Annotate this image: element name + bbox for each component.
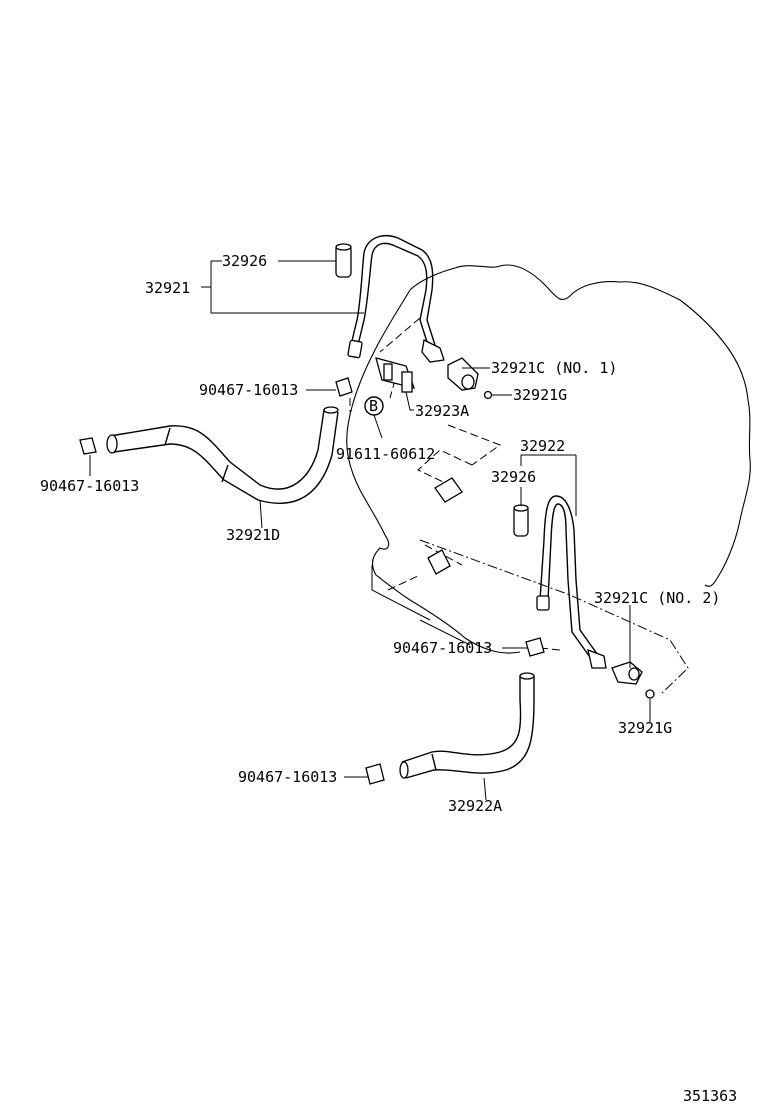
pipe-32922 [536,495,607,669]
label-32921g-a: 32921G [513,386,567,404]
label-32921d: 32921D [226,526,280,544]
label-32926-mid: 32926 [491,468,536,486]
label-32923a: 32923A [415,402,469,420]
union-32921c-no1 [447,357,479,391]
pipe-32921 [347,235,445,363]
union-32921c-no2 [611,661,643,685]
label-90467-d: 90467-16013 [238,768,337,786]
clip-90467-d [365,763,385,785]
oring-32921g-b [645,689,655,699]
clamp-32923a [375,357,416,393]
sleeve-32926-top [335,243,352,278]
hose-32921d [106,406,339,504]
label-91611: 91611-60612 [336,445,435,463]
label-32921c-no2: 32921C (NO. 2) [594,589,720,607]
sleeve-32926-mid [513,504,529,537]
label-32922: 32922 [520,437,565,455]
clip-90467-c [525,637,545,657]
clip-90467-b [79,437,97,455]
label-90467-b: 90467-16013 [40,477,139,495]
loose-sleeve-center [427,477,463,575]
reference-lines [349,317,689,696]
diagram-number: 351363 [683,1087,737,1105]
transmission-housing-outline [346,264,751,654]
leader-lines [89,260,651,801]
label-32921c-no1: 32921C (NO. 1) [491,359,617,377]
label-32921: 32921 [145,279,190,297]
label-callout-b: B [369,397,378,415]
label-32926-top: 32926 [222,252,267,270]
label-32922a: 32922A [448,797,502,815]
clip-90467-a [335,377,353,397]
label-32921g-b: 32921G [618,719,672,737]
hose-32922a [399,672,535,779]
label-90467-a: 90467-16013 [199,381,298,399]
label-90467-c: 90467-16013 [393,639,492,657]
oring-32921g-a [483,390,493,400]
